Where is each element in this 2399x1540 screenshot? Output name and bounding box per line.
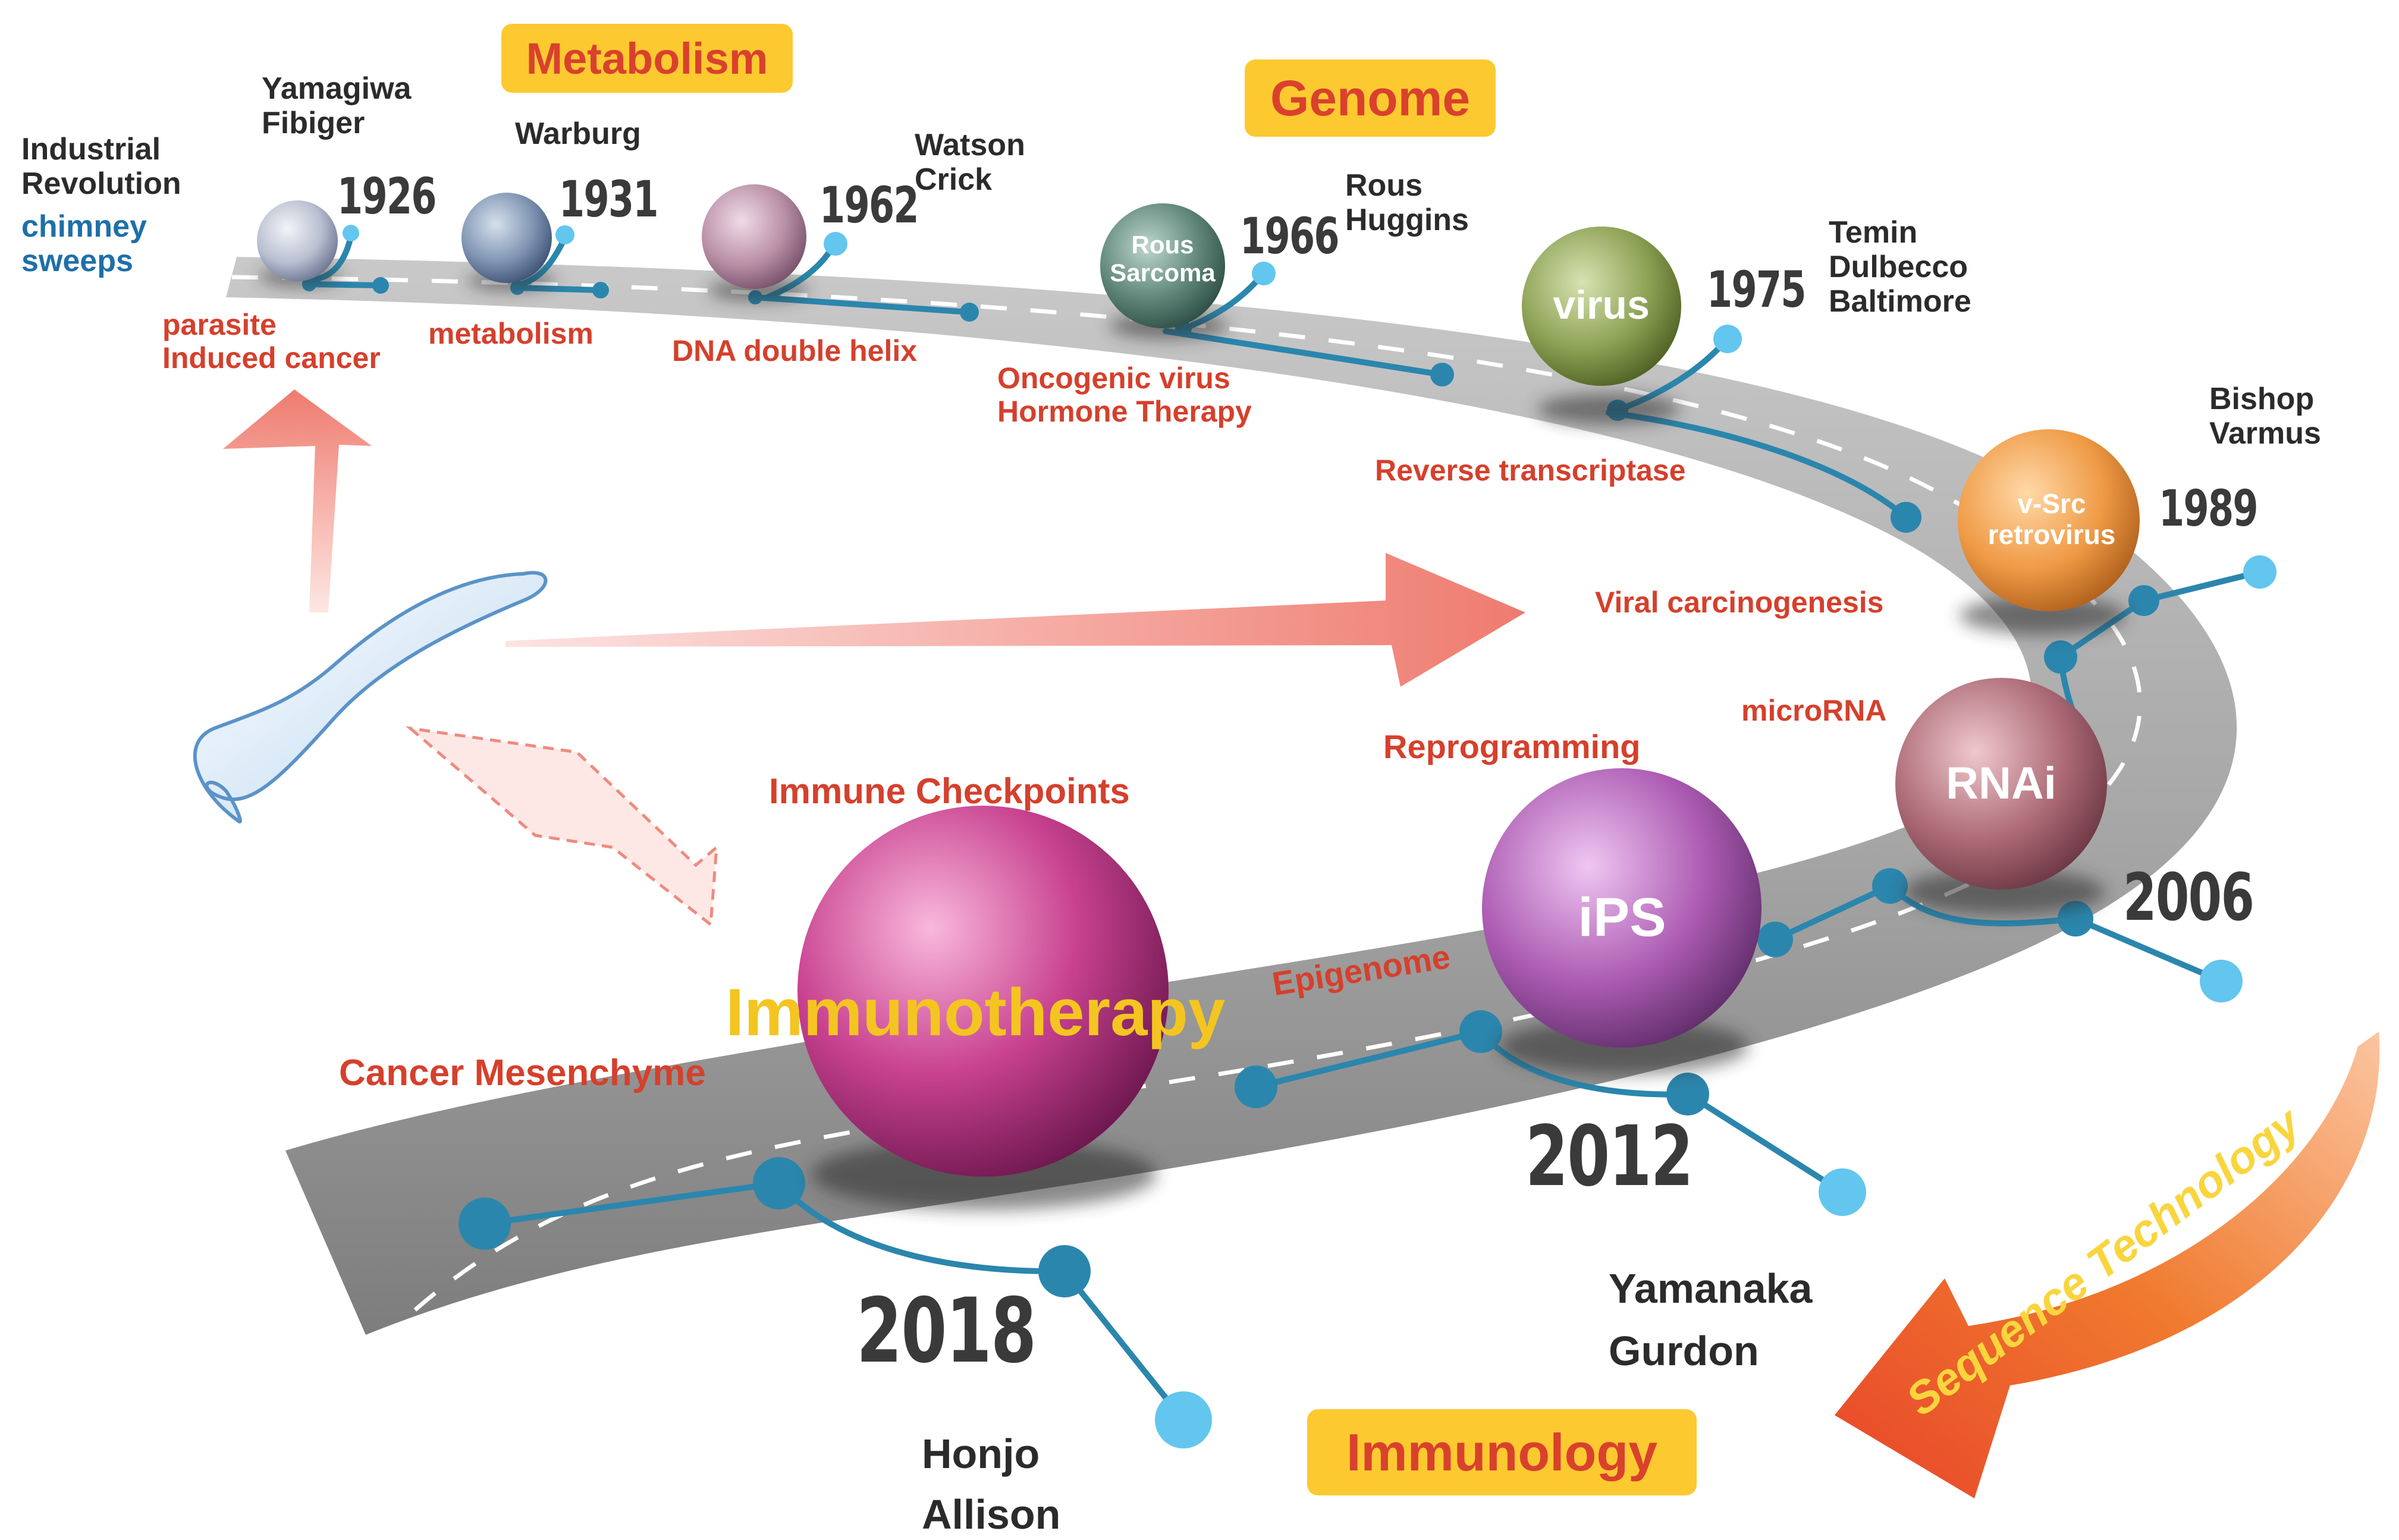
tag-metabolism-label: Metabolism bbox=[526, 33, 768, 83]
people-1931: Warburg bbox=[515, 117, 641, 151]
ball-2012 bbox=[1482, 768, 1761, 1048]
people-2012: Yamanaka Gurdon bbox=[1609, 1265, 1813, 1374]
year-1975: 1975 bbox=[1707, 260, 1807, 319]
ball-label-2012: iPS bbox=[1578, 887, 1666, 948]
ball-2006 bbox=[1895, 678, 2107, 890]
tag-genome: Genome bbox=[1245, 59, 1496, 137]
people-1966: Rous Huggins bbox=[1345, 168, 1469, 238]
tag-genome-label: Genome bbox=[1270, 70, 1471, 126]
road bbox=[226, 257, 2237, 1335]
arrow-dashed-diagonal bbox=[405, 726, 718, 928]
topic-1975: Reverse transcriptase bbox=[1375, 454, 1686, 487]
year-2012: 2012 bbox=[1525, 1108, 1694, 1205]
tag-immunology-label: Immunology bbox=[1346, 1422, 1658, 1482]
ball-1962 bbox=[702, 184, 806, 289]
topic-1966: Oncogenic virus Hormone Therapy bbox=[997, 362, 1252, 428]
tag-metabolism: Metabolism bbox=[501, 24, 793, 93]
ball-label-1989: v-Src retrovirus bbox=[1987, 488, 2116, 550]
sequence-technology-arrow bbox=[1835, 1032, 2380, 1498]
people-1975: Temin Dulbecco Baltimore bbox=[1829, 215, 1971, 319]
ball-label-1966: Rous Sarcoma bbox=[1110, 231, 1216, 287]
topic-1962: DNA double helix bbox=[672, 334, 918, 367]
tag-immunology: Immunology bbox=[1307, 1409, 1697, 1495]
people-1926: Yamagiwa Fibiger bbox=[262, 71, 412, 141]
topic-2012: Reprogramming bbox=[1383, 728, 1641, 765]
topic-cancer-mesenchyme: Cancer Mesenchyme bbox=[339, 1052, 706, 1093]
chimney-sweeps-label: chimney sweeps bbox=[21, 209, 147, 279]
arrow-up bbox=[223, 389, 372, 612]
year-1962: 1962 bbox=[819, 176, 919, 234]
parasite-worm-icon bbox=[193, 571, 548, 824]
topic-2006: microRNA bbox=[1741, 694, 1887, 727]
year-2006: 2006 bbox=[2123, 859, 2254, 935]
topic-1926: parasite Induced cancer bbox=[162, 308, 381, 375]
year-1926: 1926 bbox=[337, 167, 437, 225]
topic-2018: Immune Checkpoints bbox=[769, 771, 1130, 811]
year-1989: 1989 bbox=[2159, 479, 2259, 538]
ball-label-1975: virus bbox=[1553, 282, 1650, 328]
year-1931: 1931 bbox=[559, 170, 659, 228]
people-2018: Honjo Allison bbox=[922, 1431, 1061, 1538]
arrow-right bbox=[505, 553, 1525, 687]
ball-1989 bbox=[1958, 429, 2140, 611]
ball-label-2006: RNAi bbox=[1946, 758, 2056, 809]
people-1962: Watson Crick bbox=[915, 128, 1025, 197]
ball-1926 bbox=[257, 200, 338, 281]
ball-1966 bbox=[1100, 203, 1225, 328]
topic-1989: Viral carcinogenesis bbox=[1595, 586, 1884, 619]
ball-label-2018: Immunotherapy bbox=[726, 975, 1226, 1049]
topic-1931: metabolism bbox=[428, 317, 594, 350]
connector-ends bbox=[343, 225, 2276, 1448]
ball-2018 bbox=[797, 806, 1169, 1177]
ball-1931 bbox=[461, 193, 552, 283]
people-1989: Bishop Varmus bbox=[2209, 382, 2321, 451]
year-1966: 1966 bbox=[1240, 207, 1340, 265]
industrial-revolution-label: Industrial Revolution bbox=[21, 132, 181, 202]
year-2018: 2018 bbox=[856, 1280, 1037, 1383]
ball-1975 bbox=[1522, 227, 1681, 386]
